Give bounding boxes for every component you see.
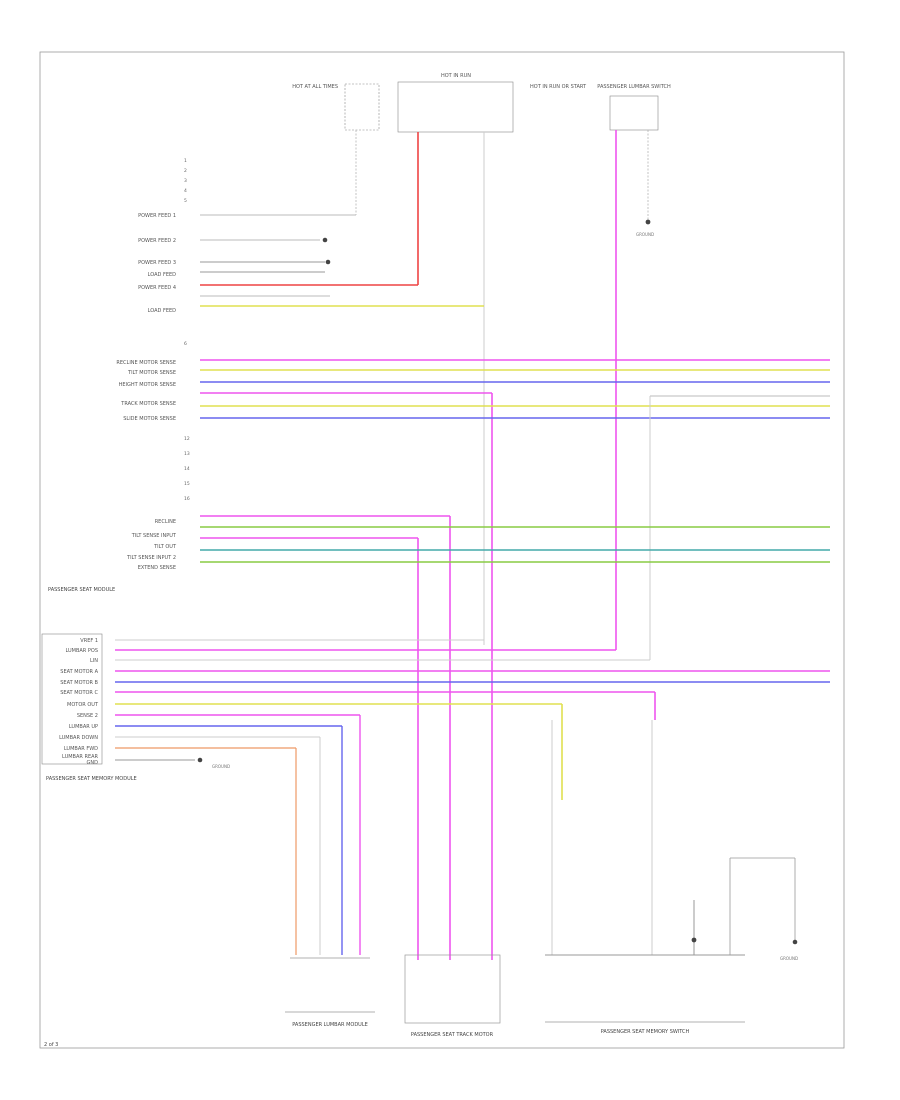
lower-label-0: RECLINE — [155, 519, 176, 525]
top-mid-fuse-label: HOT IN RUN — [441, 73, 471, 79]
middle-label-4: SLIDE MOTOR SENSE — [123, 416, 176, 422]
conn-label-4: SEAT MOTOR B — [60, 680, 98, 686]
lower-label-1: TILT SENSE INPUT — [131, 533, 177, 539]
conn-label-7: SENSE 2 — [77, 713, 98, 719]
middle-label-1: TILT MOTOR SENSE — [127, 370, 176, 376]
svg-text:16: 16 — [184, 496, 190, 502]
svg-text:5: 5 — [184, 198, 187, 204]
module-caption-top: PASSENGER SEAT MODULE — [48, 587, 115, 593]
upper-label-0: POWER FEED 1 — [138, 213, 176, 219]
splice-label-3: GROUND — [780, 956, 798, 961]
left-module-connector: GROUND VREF 1 LUMBAR POS LIN SEAT MOTOR … — [41, 633, 830, 955]
middle-label-2: HEIGHT MOTOR SENSE — [119, 382, 176, 388]
lower-label-4: EXTEND SENSE — [138, 565, 176, 571]
svg-text:13: 13 — [184, 451, 190, 457]
conn-label-11: LUMBAR REAR — [62, 754, 98, 760]
conn-label-8: LUMBAR UP — [69, 724, 98, 730]
conn-label-2: LIN — [90, 658, 98, 664]
top-left-fuse-label: HOT AT ALL TIMES — [292, 84, 338, 90]
lumbar-module: PASSENGER LUMBAR MODULE — [285, 957, 375, 1028]
lower-right-circuits: GROUND — [545, 720, 798, 961]
track-motor-caption: PASSENGER SEAT TRACK MOTOR — [411, 1032, 494, 1038]
svg-text:3: 3 — [184, 178, 187, 184]
svg-text:6: 6 — [184, 341, 187, 347]
svg-text:14: 14 — [184, 466, 190, 472]
middle-connector-rows: RECLINE MOTOR SENSE TILT MOTOR SENSE HEI… — [116, 359, 830, 960]
memory-switch: PASSENGER SEAT MEMORY SWITCH — [545, 1021, 745, 1035]
lower-connector-rows: RECLINE TILT SENSE INPUT TILT OUT TILT S… — [48, 515, 830, 960]
top-right-switch-label: PASSENGER LUMBAR SWITCH — [597, 84, 671, 90]
lumbar-caption: PASSENGER LUMBAR MODULE — [292, 1022, 368, 1028]
top-fuse-left: HOT AT ALL TIMES — [292, 83, 380, 215]
svg-text:2: 2 — [184, 168, 187, 174]
lower-label-3: TILT SENSE INPUT 2 — [126, 555, 176, 561]
top-fuse-mid: HOT IN RUN HOT IN RUN OR START — [397, 73, 587, 133]
page-code: 2 of 3 — [44, 1042, 58, 1048]
splice-label-1: GROUND — [636, 232, 654, 237]
conn-label-1: LUMBAR POS — [65, 648, 98, 654]
track-motor: PASSENGER SEAT TRACK MOTOR — [404, 954, 501, 1038]
upper-connector-rows: POWER FEED 1 POWER FEED 2 POWER FEED 3 L… — [138, 213, 484, 314]
memory-switch-caption: PASSENGER SEAT MEMORY SWITCH — [601, 1029, 690, 1035]
svg-text:12: 12 — [184, 436, 190, 442]
module-caption-left: PASSENGER SEAT MEMORY MODULE — [46, 776, 137, 782]
upper-label-5: LOAD FEED — [148, 308, 177, 314]
pin-column: 1 2 3 4 5 6 12 13 14 15 16 — [184, 158, 190, 502]
conn-label-10: LUMBAR FWD — [64, 746, 98, 752]
svg-text:15: 15 — [184, 481, 190, 487]
svg-text:4: 4 — [184, 188, 187, 194]
diagram-frame — [39, 51, 845, 1049]
upper-label-1: POWER FEED 2 — [138, 238, 176, 244]
conn-label-0: VREF 1 — [80, 638, 98, 644]
conn-label-6: MOTOR OUT — [67, 702, 99, 708]
conn-label-3: SEAT MOTOR A — [60, 669, 98, 675]
splice-label-2: GROUND — [212, 764, 230, 769]
middle-label-3: TRACK MOTOR SENSE — [120, 401, 176, 407]
lumbar-switch-top-right: PASSENGER LUMBAR SWITCH GROUND — [597, 84, 671, 237]
conn-label-9: LUMBAR DOWN — [59, 735, 98, 741]
svg-text:1: 1 — [184, 158, 187, 164]
conn-label-5: SEAT MOTOR C — [60, 690, 98, 696]
upper-label-4: POWER FEED 4 — [138, 285, 176, 291]
upper-label-2: POWER FEED 3 — [138, 260, 176, 266]
conn-label-12: GND — [87, 760, 99, 766]
middle-label-0: RECLINE MOTOR SENSE — [116, 360, 176, 366]
lower-label-2: TILT OUT — [153, 544, 177, 550]
top-right-fuse-label: HOT IN RUN OR START — [530, 84, 587, 90]
upper-label-3: LOAD FEED — [148, 272, 177, 278]
